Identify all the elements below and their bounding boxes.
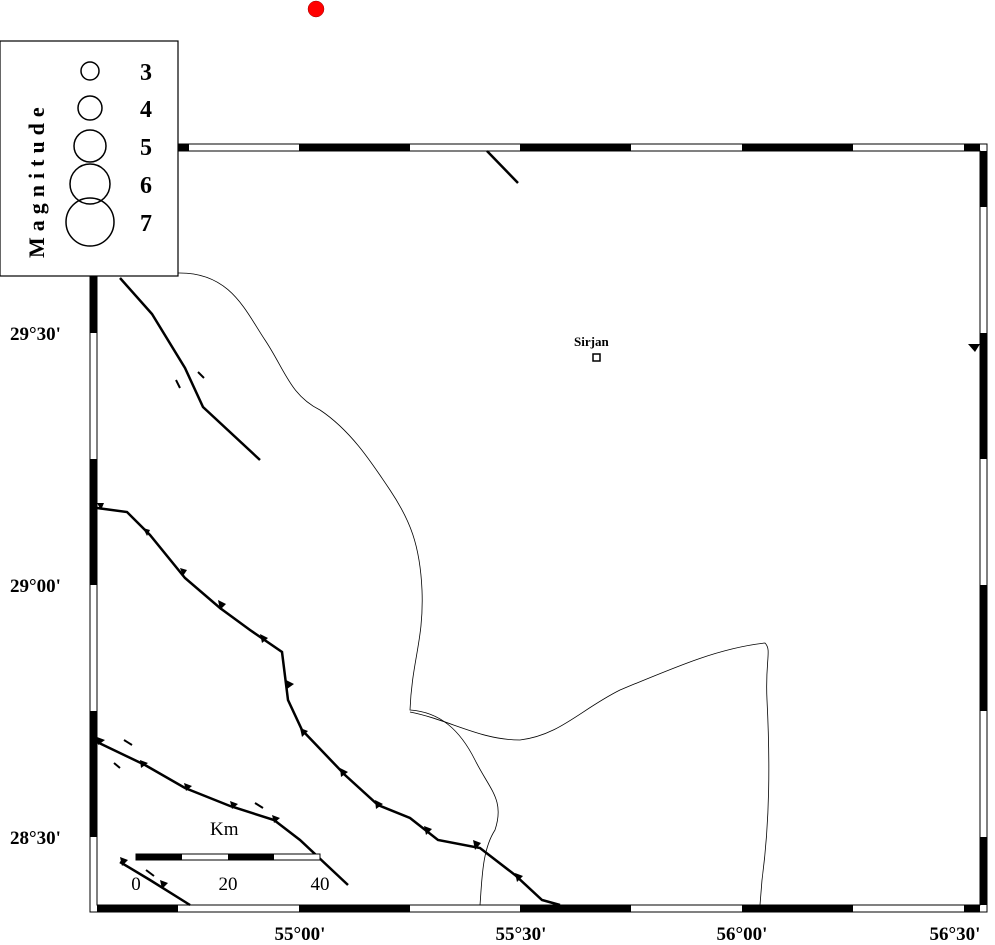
thrust-teeth	[97, 344, 980, 889]
lat-label-1: 29°30'	[10, 324, 61, 345]
legend-mag-3: 3	[140, 60, 152, 86]
city-sirjan[interactable]: Sirjan	[574, 334, 609, 362]
legend-circle-5	[73, 129, 107, 163]
boundary-line	[177, 272, 499, 906]
fault-southwest	[119, 860, 191, 907]
city-label: Sirjan	[574, 334, 609, 349]
scale-label-40: 40	[311, 874, 330, 895]
scale-label-0: 0	[131, 874, 141, 895]
fault-thrust-south	[96, 740, 349, 886]
lon-label-3: 56°00'	[717, 924, 768, 945]
lat-label-3: 28°30'	[10, 828, 61, 849]
lon-label-1: 55°00'	[275, 924, 326, 945]
latitude-labels: 29°30' 29°00' 28°30'	[10, 324, 61, 849]
legend-mag-7: 7	[140, 211, 152, 237]
fault-thrust-main	[96, 506, 561, 907]
city-marker	[592, 353, 601, 362]
longitude-labels: 55°00' 55°30' 56°00' 56°30'	[275, 924, 981, 945]
strike-slip-marks	[113, 371, 264, 877]
boundary-line-east	[409, 642, 770, 906]
scale-unit-label: Km	[210, 819, 239, 840]
scale-bar: Km 0 20 40	[131, 819, 329, 895]
legend-mag-4: 4	[140, 97, 152, 123]
legend-title: Magnitude	[24, 101, 49, 258]
legend-circle-4	[77, 95, 103, 121]
fault-north	[486, 150, 519, 184]
scale-label-20: 20	[219, 874, 238, 895]
legend-mag-5: 5	[140, 135, 152, 161]
fault-northwest	[119, 277, 261, 461]
legend-circle-6	[69, 163, 111, 205]
legend-circle-3	[80, 61, 100, 81]
lat-label-2: 29°00'	[10, 576, 61, 597]
legend-circle-7	[65, 197, 115, 247]
map-frame	[89, 143, 988, 913]
earthquake-event-dot[interactable]	[307, 0, 325, 18]
magnitude-legend: Magnitude 3 4 5 6 7	[0, 40, 179, 277]
lon-label-2: 55°30'	[496, 924, 547, 945]
lon-label-4: 56°30'	[930, 924, 981, 945]
legend-mag-6: 6	[140, 173, 152, 199]
